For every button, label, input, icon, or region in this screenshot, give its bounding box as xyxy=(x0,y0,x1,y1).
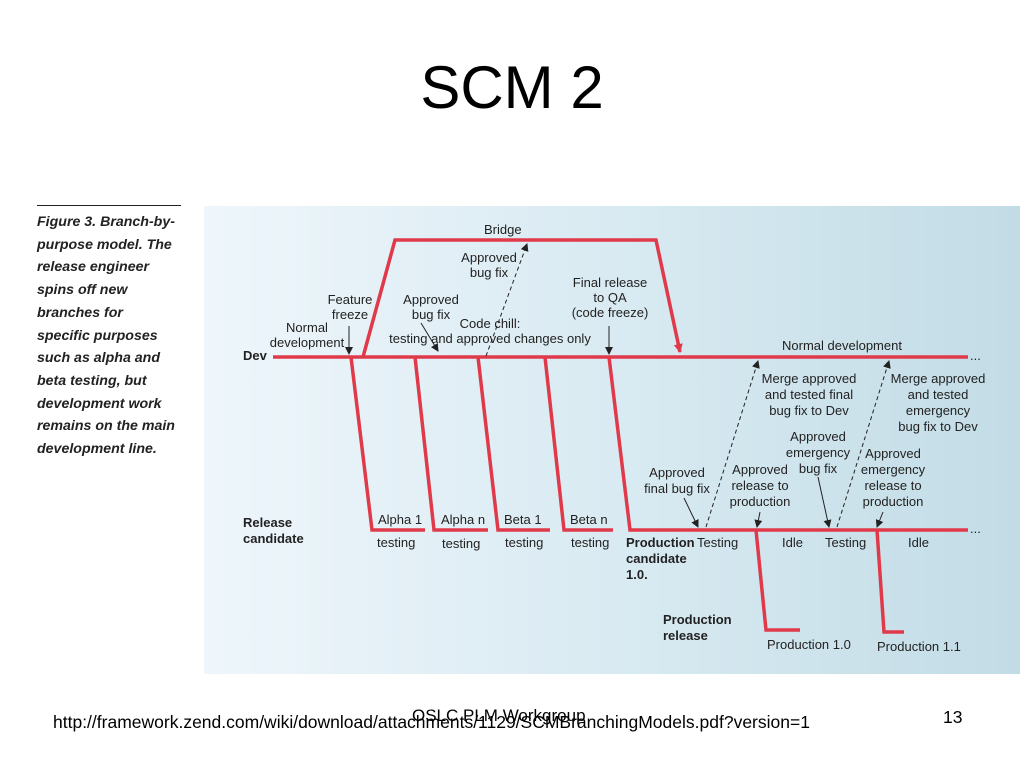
caption-line: Figure 3. Branch-by- xyxy=(37,214,175,230)
candidate-state: Testing xyxy=(697,535,738,550)
branch-name: Beta n xyxy=(570,512,608,527)
caption-line: release engineer xyxy=(37,259,149,276)
branch-state: testing xyxy=(571,535,609,550)
branch-name: Alpha n xyxy=(441,512,485,527)
caption-line: such as alpha and xyxy=(37,350,160,367)
candidate-state: Testing xyxy=(825,535,866,550)
row-label-dev: Dev xyxy=(243,348,268,363)
slide-title: SCM 2 xyxy=(420,54,604,121)
page-number: 13 xyxy=(943,707,963,727)
caption-rule xyxy=(37,205,181,206)
branch-name: Alpha 1 xyxy=(378,512,422,527)
dev-line-ellipsis: ... xyxy=(970,348,981,363)
footer-url: http://framework.zend.com/wiki/download/… xyxy=(53,712,810,732)
caption-line: beta testing, but xyxy=(37,372,147,389)
branch-state: testing xyxy=(505,535,543,550)
candidate-state: Idle xyxy=(782,535,803,550)
bridge-line xyxy=(361,238,683,358)
footer-workgroup: OSLC PLM Workgroup xyxy=(412,706,586,725)
merge-final-dashed-arrow xyxy=(705,360,760,528)
branch-name: Beta 1 xyxy=(504,512,542,527)
production-label: Production 1.0 xyxy=(767,637,851,652)
production-label: Production 1.1 xyxy=(877,639,961,654)
diagram-panel xyxy=(204,206,1020,674)
candidate-state: Idle xyxy=(908,535,929,550)
production-1-1-line xyxy=(875,529,904,634)
caption-line: specific purposes xyxy=(37,327,158,344)
candidate-line-ellipsis: ... xyxy=(970,521,981,536)
merge-emergency-dashed-arrow xyxy=(836,360,891,528)
branch-alpha-1 xyxy=(349,356,425,532)
approved-release-arrow xyxy=(754,511,763,528)
branch-beta-1 xyxy=(476,356,550,532)
bridge-label: Bridge xyxy=(484,222,522,237)
normal-development-right-label: Normal development xyxy=(782,338,902,353)
branch-state: testing xyxy=(377,535,415,550)
branch-beta-n xyxy=(543,356,613,532)
caption-line: purpose model. The xyxy=(37,236,172,253)
caption-line: branches for xyxy=(37,304,123,321)
caption-line: development line. xyxy=(37,441,157,458)
production-candidate-line xyxy=(607,356,968,532)
approved-bug-fix-top-dashed-arrow xyxy=(485,243,529,357)
code-chill-label: Code chill:testing and approved changes … xyxy=(389,316,591,346)
approved-bug-fix-mid-arrow xyxy=(420,322,439,352)
caption-line: spins off new xyxy=(37,282,128,299)
caption-line: remains on the main xyxy=(37,418,175,435)
production-1-0-line xyxy=(754,529,800,632)
approved-final-bug-fix-arrow xyxy=(683,497,699,528)
approved-emergency-bug-fix-arrow xyxy=(817,476,832,528)
approved-emergency-release-arrow xyxy=(875,511,884,528)
caption-line: development work xyxy=(37,395,162,412)
figure-caption: Figure 3. Branch-by- purpose model. The … xyxy=(37,211,187,461)
branch-alpha-n xyxy=(413,356,488,532)
branch-state: testing xyxy=(442,536,480,551)
